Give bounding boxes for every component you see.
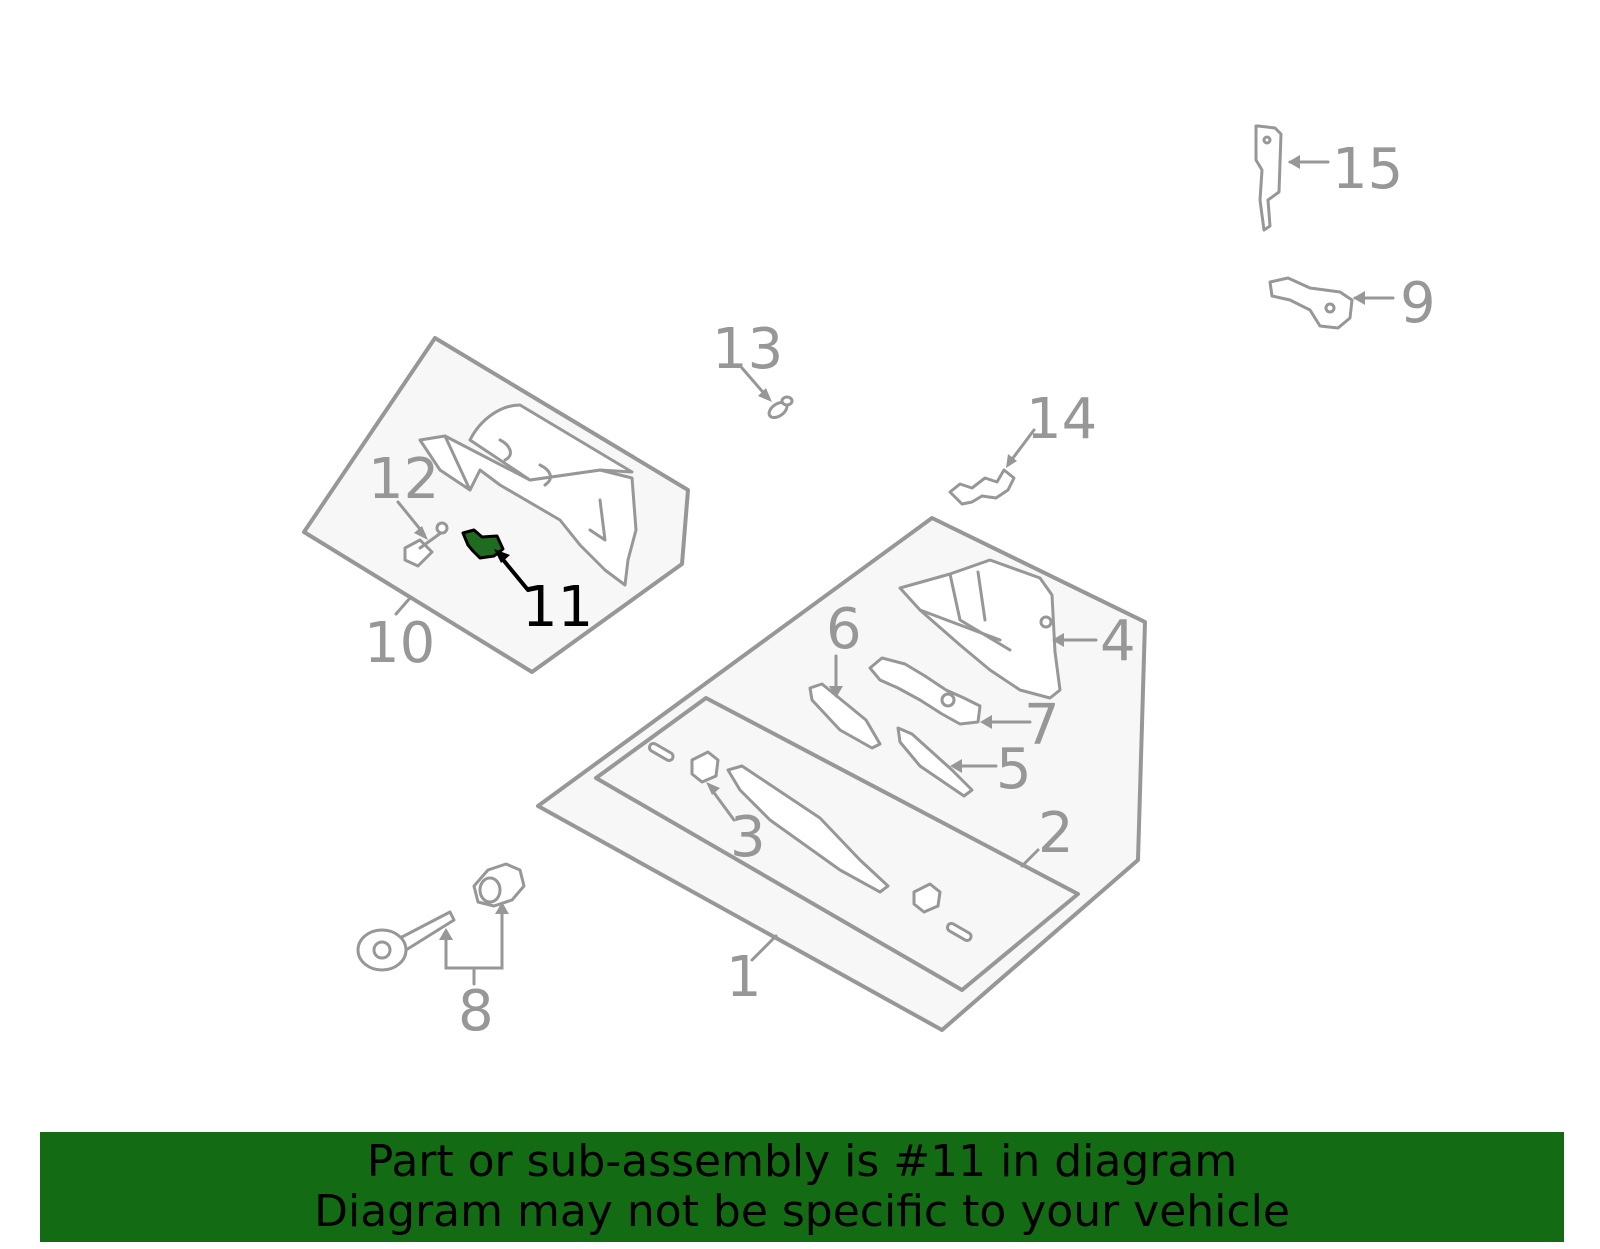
callout-9: 9 <box>1400 271 1436 336</box>
handle-part[interactable] <box>896 726 974 798</box>
callout-2: 2 <box>1038 801 1074 866</box>
arrowhead-14 <box>1006 454 1017 468</box>
callout-8: 8 <box>458 979 494 1044</box>
leader-line-10 <box>394 596 412 616</box>
callout-14: 14 <box>1026 387 1097 452</box>
callout-5: 5 <box>996 737 1032 802</box>
hinge-part[interactable] <box>1254 124 1283 232</box>
key-cylinder-part[interactable] <box>356 862 526 972</box>
arrowhead-12 <box>414 526 428 540</box>
damper-part[interactable] <box>948 468 1016 506</box>
leader-line-14 <box>1008 428 1036 464</box>
arrowhead-3 <box>706 782 720 795</box>
callout-13: 13 <box>712 317 783 382</box>
arrowhead-8b <box>495 902 509 914</box>
leader-line-1 <box>750 934 778 962</box>
glove-box-inner-part[interactable] <box>898 558 1062 700</box>
leader-line-3 <box>710 788 736 822</box>
lock-housing-part[interactable] <box>647 741 973 942</box>
callout-7: 7 <box>1024 693 1060 758</box>
arrowhead-8a <box>439 928 453 940</box>
panel-left <box>302 336 690 674</box>
arrowhead-11 <box>494 549 510 563</box>
arrowhead-7 <box>980 715 992 729</box>
bumper-part[interactable] <box>403 521 449 568</box>
glove-box-outer-part[interactable] <box>418 403 638 587</box>
trim-strip-part[interactable] <box>808 682 882 750</box>
callout-10: 10 <box>364 611 435 676</box>
arrowhead-4 <box>1052 633 1064 647</box>
arrowhead-13 <box>758 388 772 402</box>
callout-4: 4 <box>1100 609 1136 674</box>
arrowhead-5 <box>950 759 962 773</box>
callout-12: 12 <box>368 447 439 512</box>
callout-15: 15 <box>1332 137 1403 202</box>
banner-line-1: Part or sub-assembly is #11 in diagram <box>366 1136 1238 1187</box>
arrowhead-6 <box>829 686 843 698</box>
clip-part[interactable] <box>766 395 794 421</box>
callout-1: 1 <box>726 945 762 1010</box>
latch-part[interactable] <box>868 656 982 726</box>
door-panel-part[interactable] <box>726 764 890 894</box>
info-banner: Part or sub-assembly is #11 in diagram D… <box>40 1132 1564 1242</box>
bracket-part[interactable] <box>1268 276 1354 330</box>
callout-11: 11 <box>522 575 593 640</box>
leader-line-11 <box>498 554 530 592</box>
arrowhead-9 <box>1353 291 1365 305</box>
callout-3: 3 <box>730 805 766 870</box>
banner-line-2: Diagram may not be specific to your vehi… <box>314 1186 1290 1237</box>
callout-6: 6 <box>826 597 862 662</box>
leader-line-2 <box>1020 848 1040 868</box>
arrowhead-15 <box>1288 155 1300 169</box>
